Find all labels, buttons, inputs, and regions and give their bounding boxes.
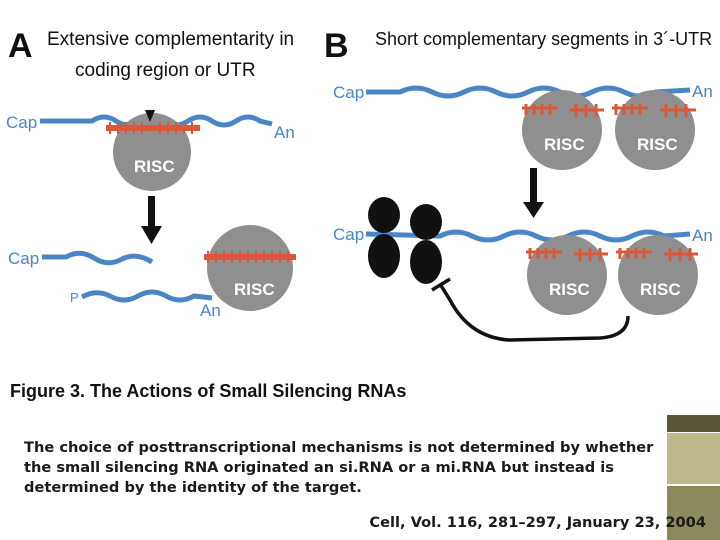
deco-square-khaki — [667, 433, 720, 484]
panel-a-title-line1: Extensive complementarity in — [47, 29, 294, 50]
panel-a-cap-label-top: Cap — [6, 113, 37, 132]
panel-b-letter: B — [324, 27, 349, 65]
panel-b-mirna-bottom — [526, 248, 698, 261]
panel-a-down-arrow-shaft — [148, 196, 155, 226]
panel-a-sirna-ticks-top — [109, 122, 193, 134]
panel-a-risc-complex-top — [113, 113, 191, 191]
panel-a-letter: A — [8, 27, 33, 65]
figure-caption: Figure 3. The Actions of Small Silencing… — [10, 381, 406, 401]
panel-b-risc-complex-1 — [522, 90, 602, 170]
deco-square-dark — [667, 415, 720, 432]
panel-b-risc-label-4: RISC — [640, 280, 681, 299]
panel-b-an-label-top: An — [692, 82, 713, 101]
translation-repression-bar — [431, 277, 451, 292]
caption-area — [0, 415, 667, 540]
panel-a-fragment-5prime — [42, 250, 154, 266]
panel-b-down-arrow-shaft — [530, 168, 537, 202]
panel-b-cap-label-top: Cap — [333, 83, 364, 102]
panel-a-title-line2: coding region or UTR — [75, 60, 256, 81]
figure-diagram: A Extensive complementarity in coding re… — [6, 27, 713, 401]
panel-b-down-arrow-head — [523, 202, 544, 218]
panel-a-fragment-3prime — [80, 289, 213, 303]
panel-a-down-arrow-head — [141, 226, 162, 244]
panel-b-cap-label-bottom: Cap — [333, 225, 364, 244]
panel-a-p-label-bottom: P — [70, 290, 79, 305]
panel-b-risc-label-1: RISC — [544, 135, 585, 154]
citation-text: Cell, Vol. 116, 281–297, January 23, 200… — [369, 514, 706, 531]
ribosome-2 — [410, 204, 442, 284]
panel-a-sirna-ticks-bottom — [207, 251, 289, 263]
panel-a-an-label-bottom: An — [200, 301, 221, 320]
panel-b-risc-complex-3 — [527, 235, 607, 315]
panel-a-an-label-top: An — [274, 123, 295, 142]
panel-b-an-label-bottom: An — [692, 226, 713, 245]
ribosome-1 — [368, 197, 400, 278]
panel-b-risc-label-3: RISC — [549, 280, 590, 299]
panel-a-cleavage-arrowhead — [145, 110, 155, 122]
panel-b-risc-complex-4 — [618, 235, 698, 315]
panel-b-title: Short complementary segments in 3´-UTR — [375, 29, 712, 49]
panel-a-risc-complex-bottom — [207, 225, 293, 311]
panel-a-cap-label-bottom: Cap — [8, 249, 39, 268]
panel-b-mirna-top — [522, 104, 696, 117]
panel-b-risc-label-2: RISC — [637, 135, 678, 154]
translation-repression-arrow — [438, 283, 630, 342]
description-text: The choice of posttranscriptional mechan… — [24, 439, 654, 496]
panel-b-risc-complex-2 — [615, 90, 695, 170]
deco-square-olive — [667, 486, 720, 540]
panel-a-risc-label-top: RISC — [134, 157, 175, 176]
panel-a-risc-label-bottom: RISC — [234, 280, 275, 299]
panel-b-mrna-top — [366, 85, 691, 99]
